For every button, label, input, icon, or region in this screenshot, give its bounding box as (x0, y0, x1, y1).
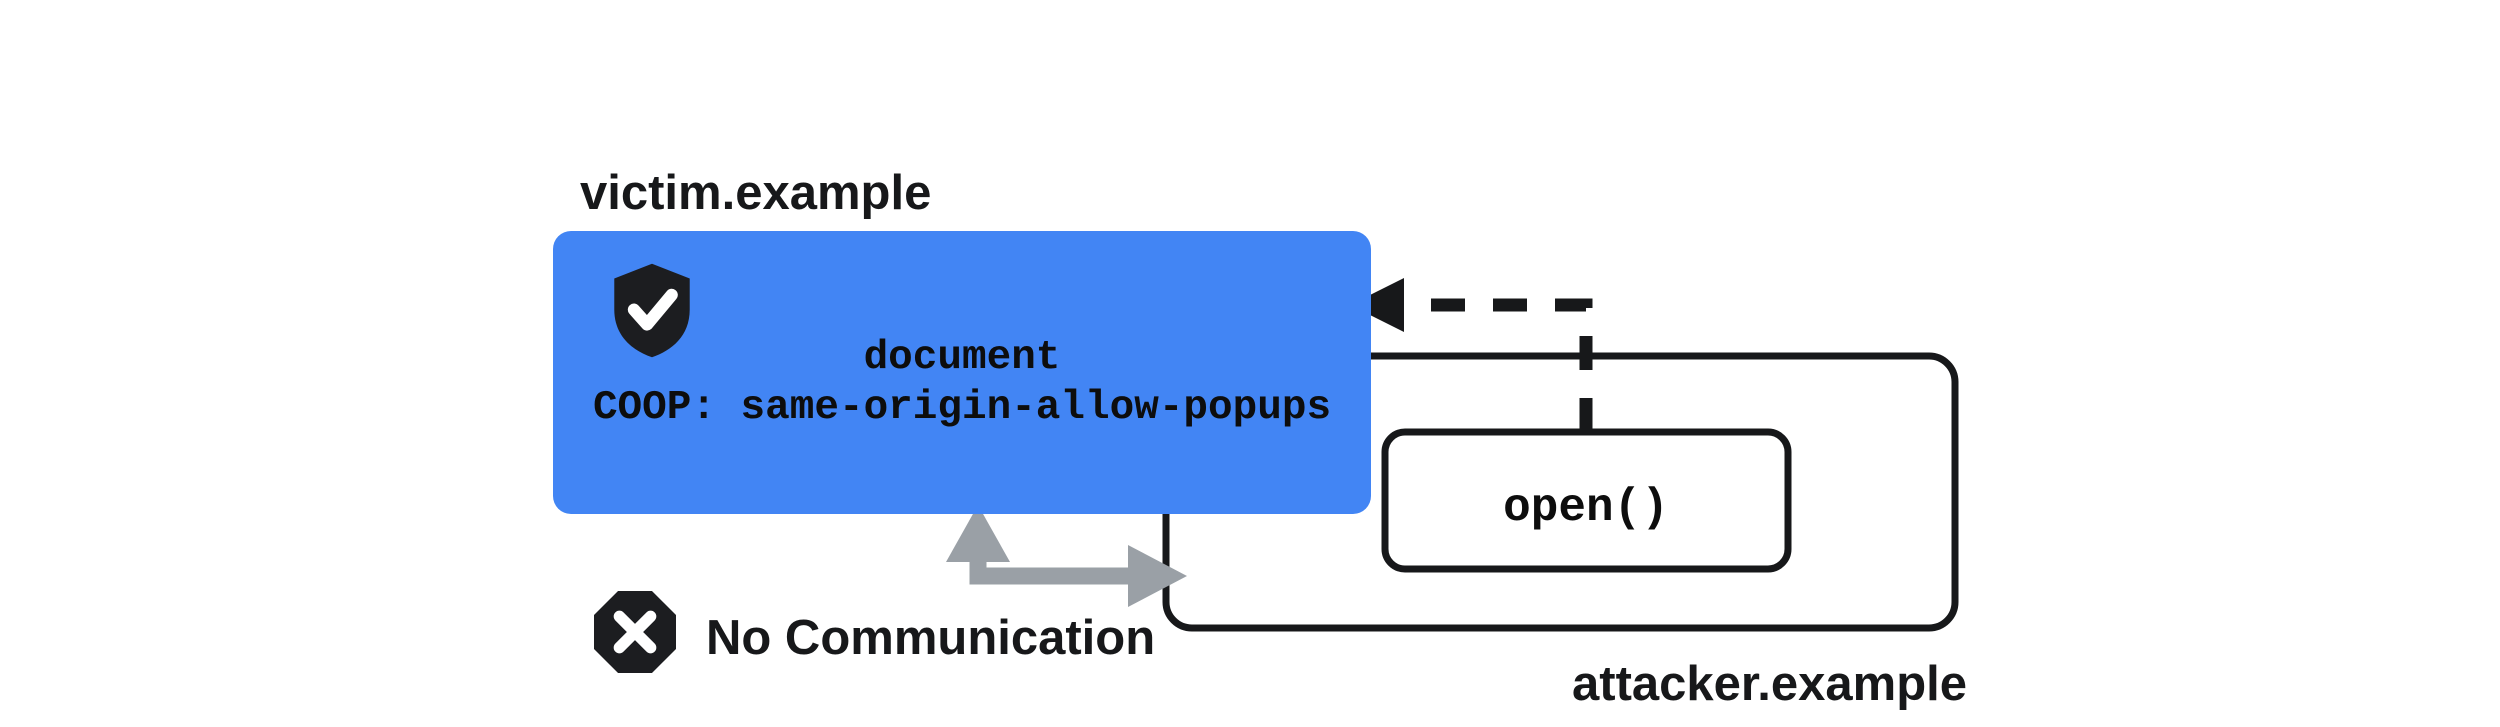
victim-coop-header: COOP: same-origin-allow-popups (593, 385, 1331, 431)
attacker-origin-label: attacker.example (1572, 657, 1967, 711)
open-reference-dashed-arrow (1350, 278, 1593, 432)
victim-document-label: document (864, 335, 1061, 381)
open-popup-label: open() (1503, 482, 1669, 534)
no-communication-label: No Communication (706, 611, 1155, 665)
victim-document-box (553, 231, 1371, 514)
victim-origin-label: victim.example (580, 166, 931, 220)
no-communication-bidirectional-arrow (946, 505, 1187, 607)
octagon-x-icon (594, 591, 676, 673)
